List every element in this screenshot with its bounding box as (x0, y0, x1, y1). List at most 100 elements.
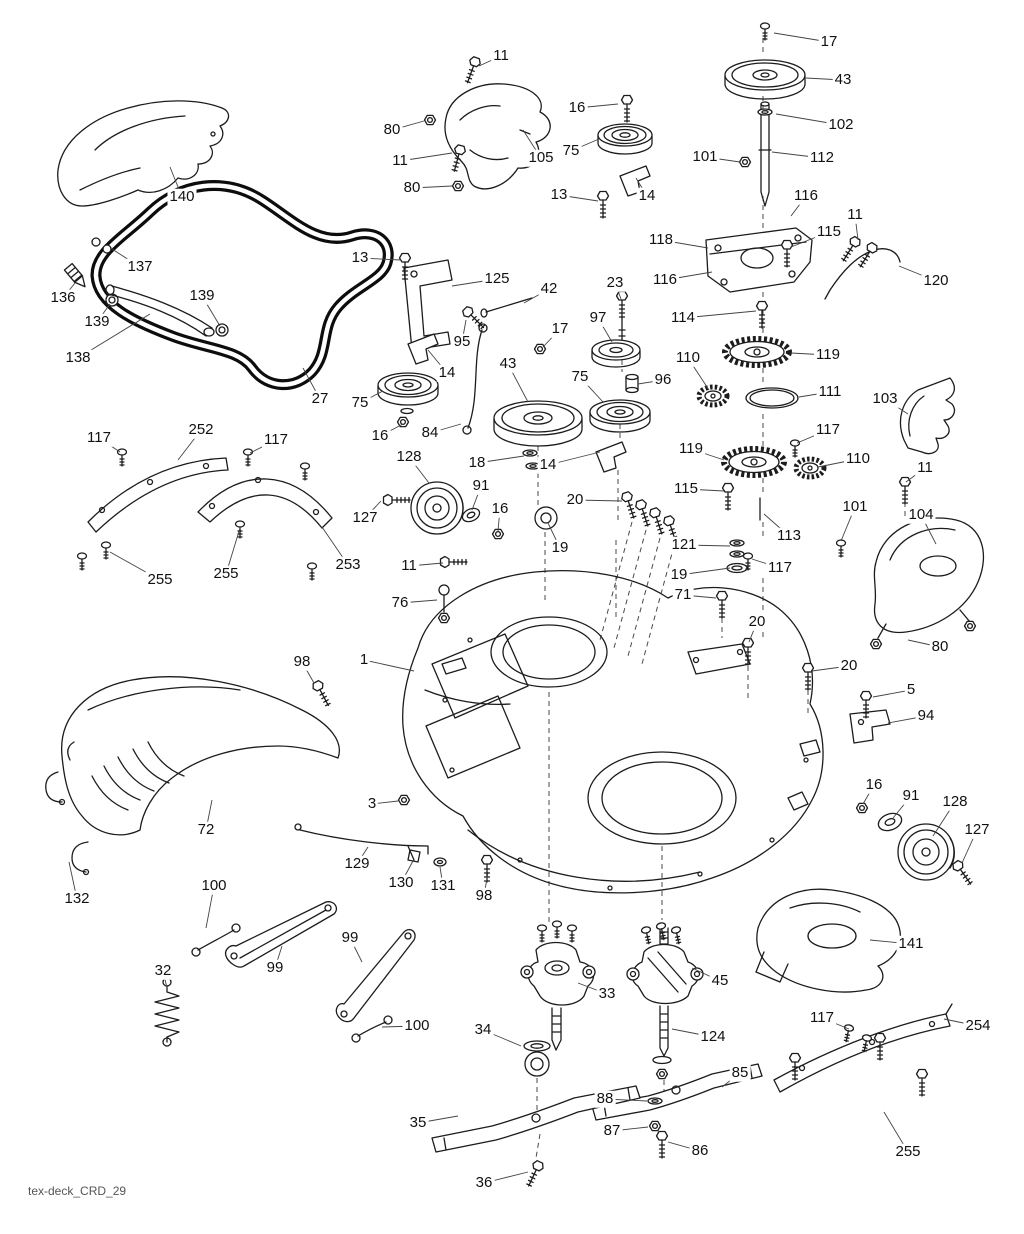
part-label-1: 1 (357, 650, 371, 669)
part-label-139: 139 (187, 286, 217, 305)
pulley-75-left (377, 372, 439, 415)
part-label-97: 97 (587, 308, 609, 327)
part-label-72: 72 (195, 820, 217, 839)
strip-253 (197, 476, 333, 529)
part-label-130: 130 (386, 873, 416, 892)
part-label-115: 115 (672, 479, 700, 498)
diagram-code: tex-deck_CRD_29 (28, 1184, 127, 1198)
part-label-252: 252 (186, 420, 216, 439)
part-label-86: 86 (689, 1141, 711, 1160)
part-label-5: 5 (904, 680, 918, 699)
wheel-128-right (897, 823, 956, 881)
blade-35 (431, 1085, 641, 1153)
part-27-belt (90, 180, 394, 391)
part-label-117: 117 (85, 428, 113, 447)
fasteners (76, 22, 977, 1189)
part-76-pin (438, 584, 450, 613)
part-label-141: 141 (896, 934, 926, 953)
part-label-101: 101 (840, 497, 870, 516)
part-label-76: 76 (389, 593, 411, 612)
part-label-94: 94 (915, 706, 937, 725)
part-label-118: 118 (647, 230, 675, 249)
part-label-127: 127 (962, 820, 992, 839)
part-label-36: 36 (473, 1173, 495, 1192)
pulley-97-idler (591, 339, 641, 368)
cover-141 (755, 888, 901, 993)
strip-252 (87, 457, 229, 533)
part-label-138: 138 (63, 348, 93, 367)
part-label-3: 3 (365, 794, 379, 813)
part-label-110: 110 (674, 348, 702, 367)
part-label-120: 120 (921, 271, 951, 290)
part-label-116: 116 (792, 186, 820, 205)
part-label-11: 11 (491, 46, 511, 65)
part-label-19: 19 (668, 565, 690, 584)
part-label-14: 14 (537, 455, 559, 474)
part-label-14: 14 (636, 186, 658, 205)
part-label-95: 95 (451, 332, 473, 351)
part-label-137: 137 (125, 257, 155, 276)
part-label-139: 139 (82, 312, 112, 331)
part-label-124: 124 (698, 1027, 728, 1046)
part-label-43: 43 (497, 354, 519, 373)
part-label-136: 136 (48, 288, 78, 307)
pulley-75-right (589, 399, 651, 433)
part-label-121: 121 (669, 535, 699, 554)
part-label-96: 96 (652, 370, 674, 389)
part-label-112: 112 (808, 148, 836, 167)
part-103-bracket (899, 377, 956, 455)
part-label-114: 114 (669, 308, 697, 327)
part-94-bracket (849, 709, 891, 744)
part-label-255: 255 (893, 1142, 923, 1161)
part-label-98: 98 (291, 652, 313, 671)
part-label-91: 91 (900, 786, 922, 805)
alignment-dashed-lines (535, 38, 906, 1159)
part-label-43: 43 (832, 70, 854, 89)
hose-assembly-136-139 (63, 237, 229, 337)
part-label-98: 98 (473, 886, 495, 905)
part-label-103: 103 (870, 389, 900, 408)
part-label-253: 253 (333, 555, 363, 574)
pulley-75-top (597, 123, 653, 155)
part-label-102: 102 (826, 115, 856, 134)
part-label-99: 99 (264, 958, 286, 977)
part-label-13: 13 (349, 248, 371, 267)
part-label-140: 140 (167, 187, 197, 206)
part-label-101: 101 (690, 147, 720, 166)
part-label-132: 132 (62, 889, 92, 908)
part-label-13: 13 (548, 185, 570, 204)
part-label-125: 125 (482, 269, 512, 288)
pulley-43-center (493, 400, 583, 447)
part-label-75: 75 (569, 367, 591, 386)
part-label-42: 42 (538, 279, 560, 298)
part-label-117: 117 (766, 558, 794, 577)
part-label-11: 11 (390, 151, 410, 170)
wheel-128-left (410, 481, 464, 535)
part-label-27: 27 (309, 389, 331, 408)
part-label-254: 254 (963, 1016, 993, 1035)
part-label-115: 115 (815, 222, 843, 241)
part-label-17: 17 (818, 32, 840, 51)
pulley-43-top (724, 59, 806, 100)
part-label-104: 104 (906, 505, 936, 524)
part-label-129: 129 (342, 854, 372, 873)
shaft-112 (758, 101, 772, 207)
blade-85 (591, 1063, 763, 1121)
part-label-20: 20 (746, 612, 768, 631)
part-label-116: 116 (651, 270, 679, 289)
part-label-23: 23 (604, 273, 626, 292)
part-label-34: 34 (472, 1020, 494, 1039)
deflector-72 (61, 676, 340, 836)
mandrel-33-34 (520, 941, 596, 1077)
arms-99-100 (191, 901, 416, 1043)
part-label-75: 75 (349, 393, 371, 412)
part-label-32: 32 (152, 961, 174, 980)
part-label-255: 255 (145, 570, 175, 589)
deck-shell-1 (402, 570, 824, 894)
rod-129-and-130-131 (294, 823, 447, 867)
part-label-17: 17 (549, 319, 571, 338)
part-label-80: 80 (929, 637, 951, 656)
part-label-99: 99 (339, 928, 361, 947)
